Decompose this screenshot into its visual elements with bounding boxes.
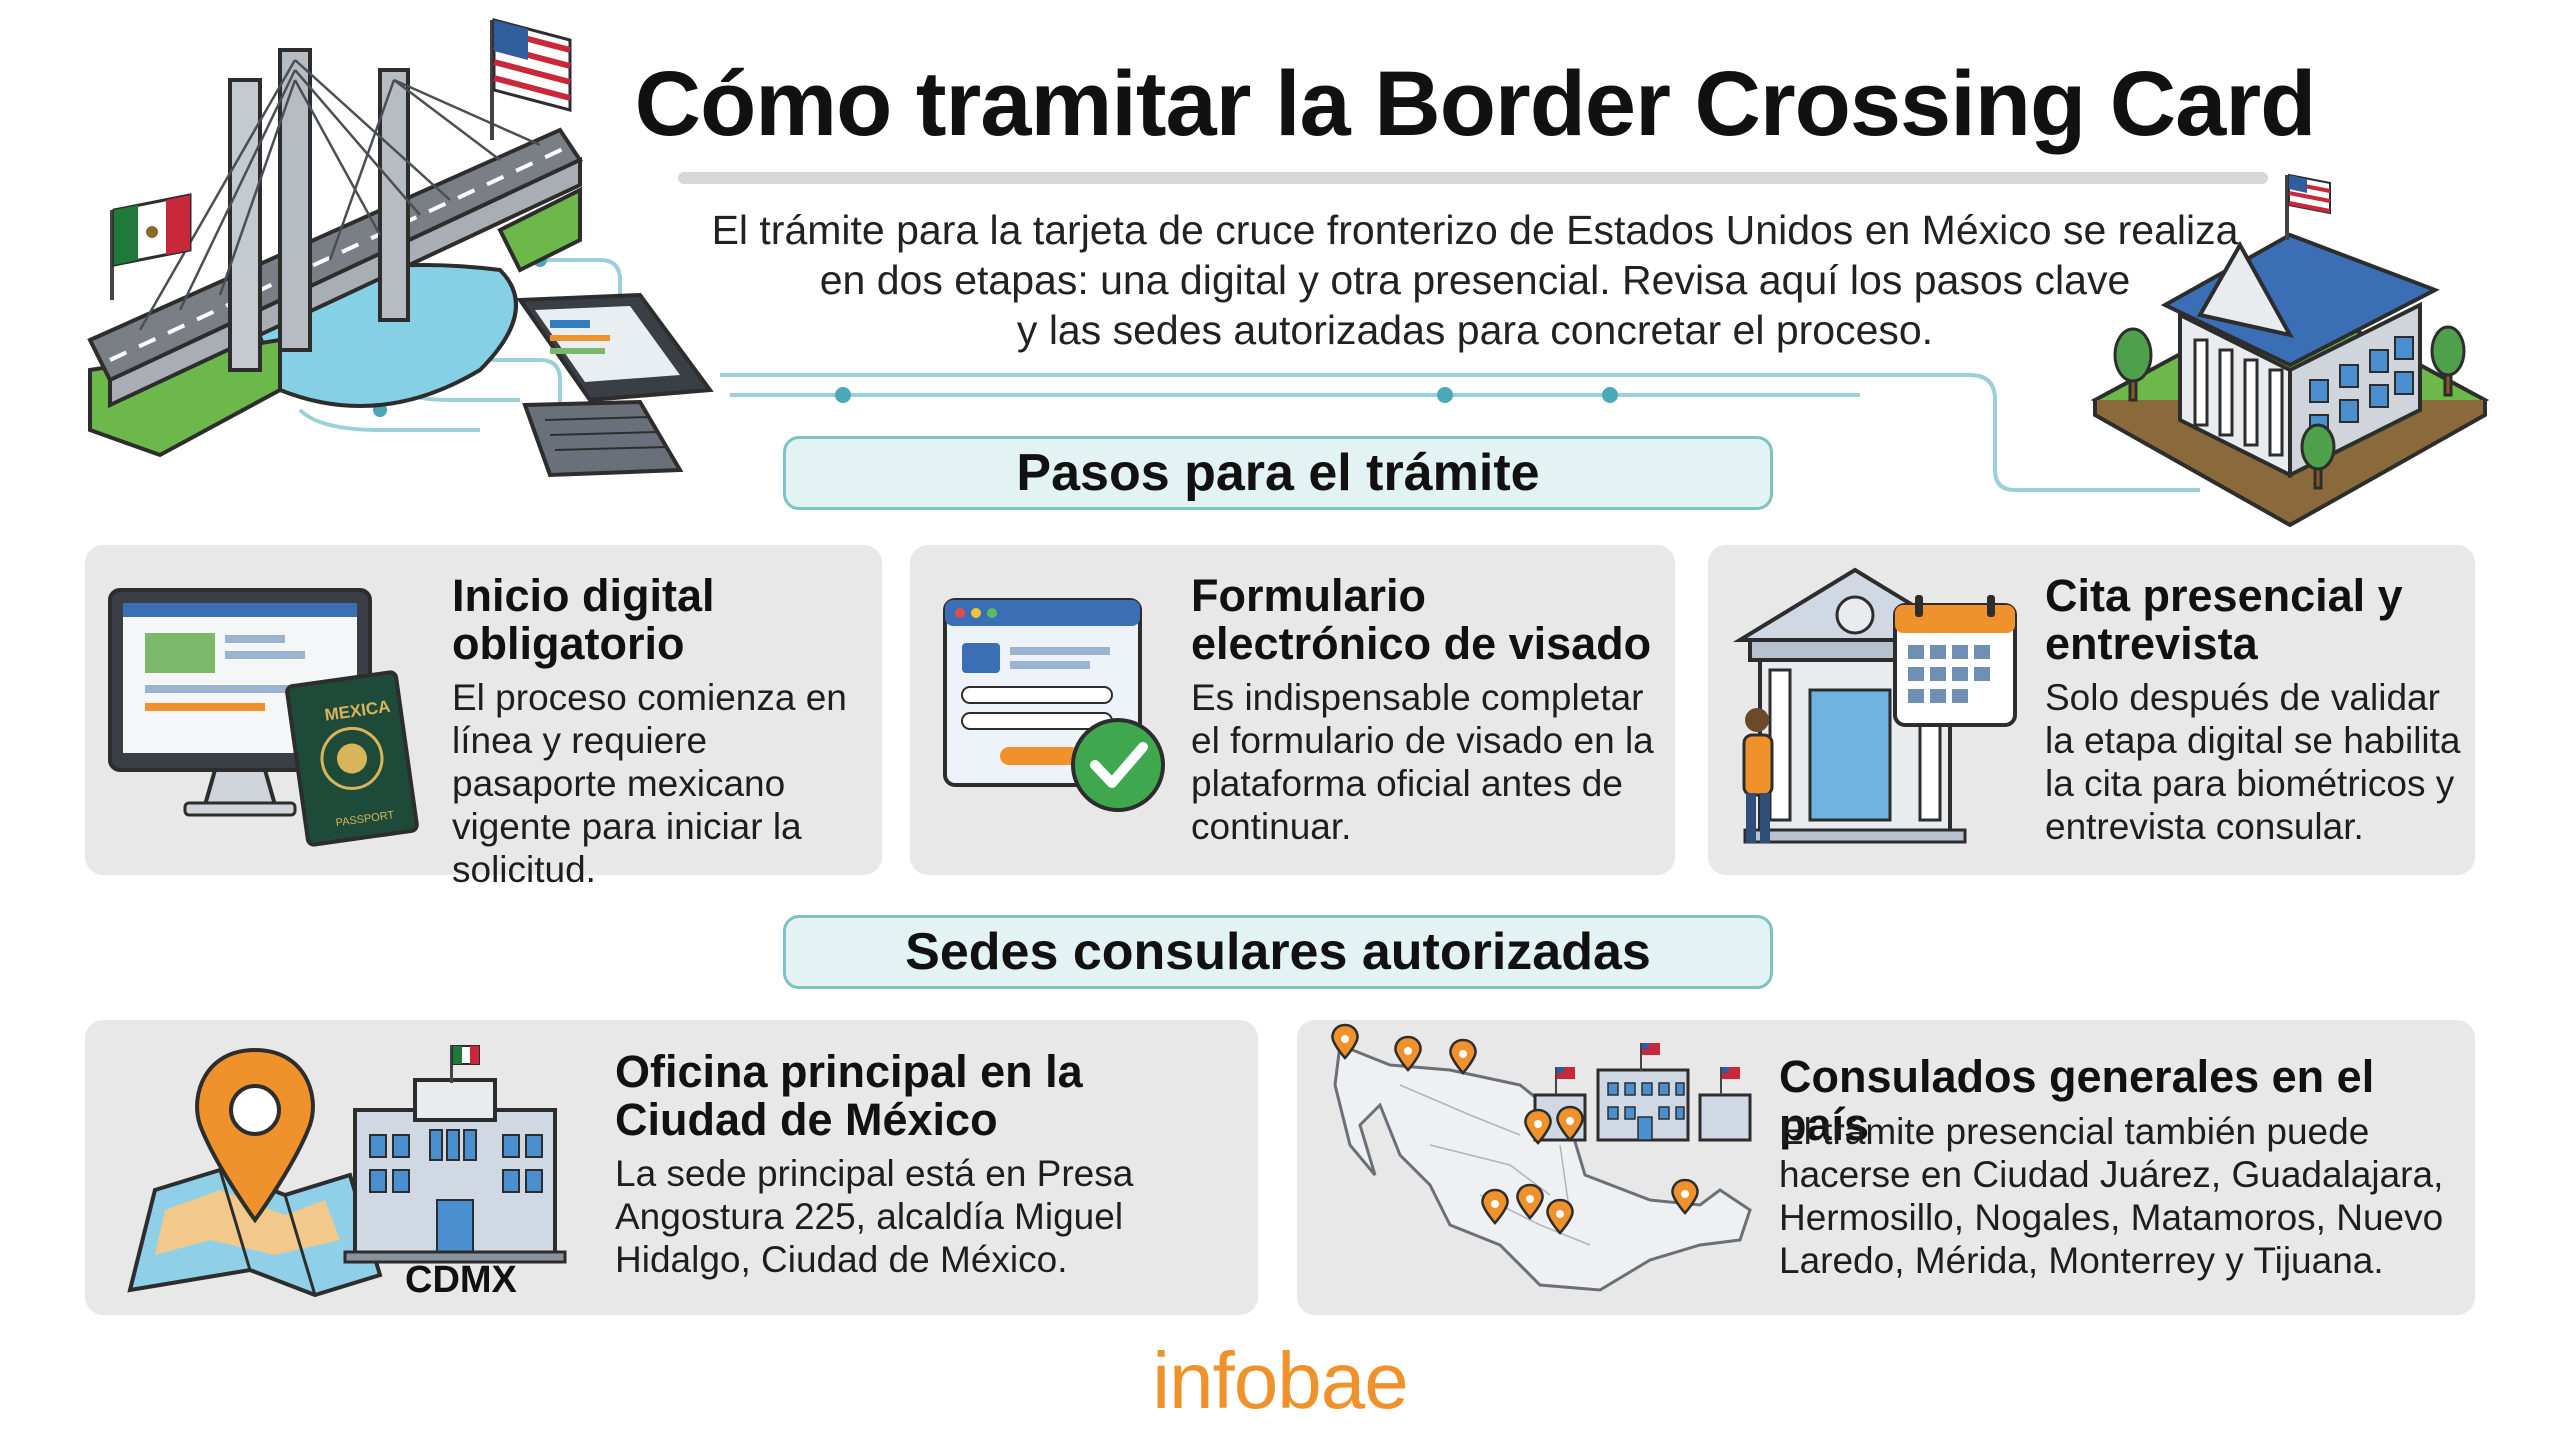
intro-line-1: El trámite para la tarjeta de cruce fron… <box>711 207 2239 253</box>
step-2-title: Formulario electrónico de visado <box>1191 570 1652 669</box>
page-title: Cómo tramitar la Border Crossing Card <box>634 53 2317 155</box>
intro-line-2: en dos etapas: una digital y otra presen… <box>819 257 2131 303</box>
step-2-body: Es indispensable completar el formulario… <box>1191 677 1654 847</box>
step-3-body: Solo después de validar la etapa digital… <box>2045 677 2461 847</box>
computer-passport-icon: MEXICA PASSPORT <box>108 588 419 847</box>
cdmx-badge: CDMX <box>405 1259 518 1301</box>
step-1-body: El proceso comienza en línea y requiere … <box>452 677 847 890</box>
intro-line-3: y las sedes autorizadas para concretar e… <box>1016 307 1934 353</box>
infobae-logo[interactable]: infobae <box>1152 1336 1408 1425</box>
border-bridge-laptop-icon <box>87 18 714 478</box>
section-sites-label: Sedes consulares autorizadas <box>783 915 1773 989</box>
map-pin-building-icon: CDMX <box>127 1045 567 1301</box>
site-1-title: Oficina principal en la Ciudad de México <box>615 1046 1083 1145</box>
consulate-calendar-icon <box>1732 567 2017 844</box>
mexico-map-pins-icon <box>1331 1023 1752 1292</box>
step-3-title: Cita presencial y entrevista <box>2045 570 2403 669</box>
site-2-body: El trámite presencial también puede hace… <box>1779 1111 2444 1281</box>
site-2-title: Consulados generales en el país <box>1779 1051 2375 1150</box>
intro-text: El trámite para la tarjeta de cruce fron… <box>560 205 2390 355</box>
site-1-body: La sede principal está en Presa Angostur… <box>615 1153 1134 1280</box>
title-divider <box>678 172 2268 184</box>
section-steps-label: Pasos para el trámite <box>783 436 1773 510</box>
step-1-title: Inicio digital obligatorio <box>452 570 715 669</box>
online-form-check-icon <box>943 598 1165 812</box>
us-embassy-building-icon <box>2090 173 2490 528</box>
